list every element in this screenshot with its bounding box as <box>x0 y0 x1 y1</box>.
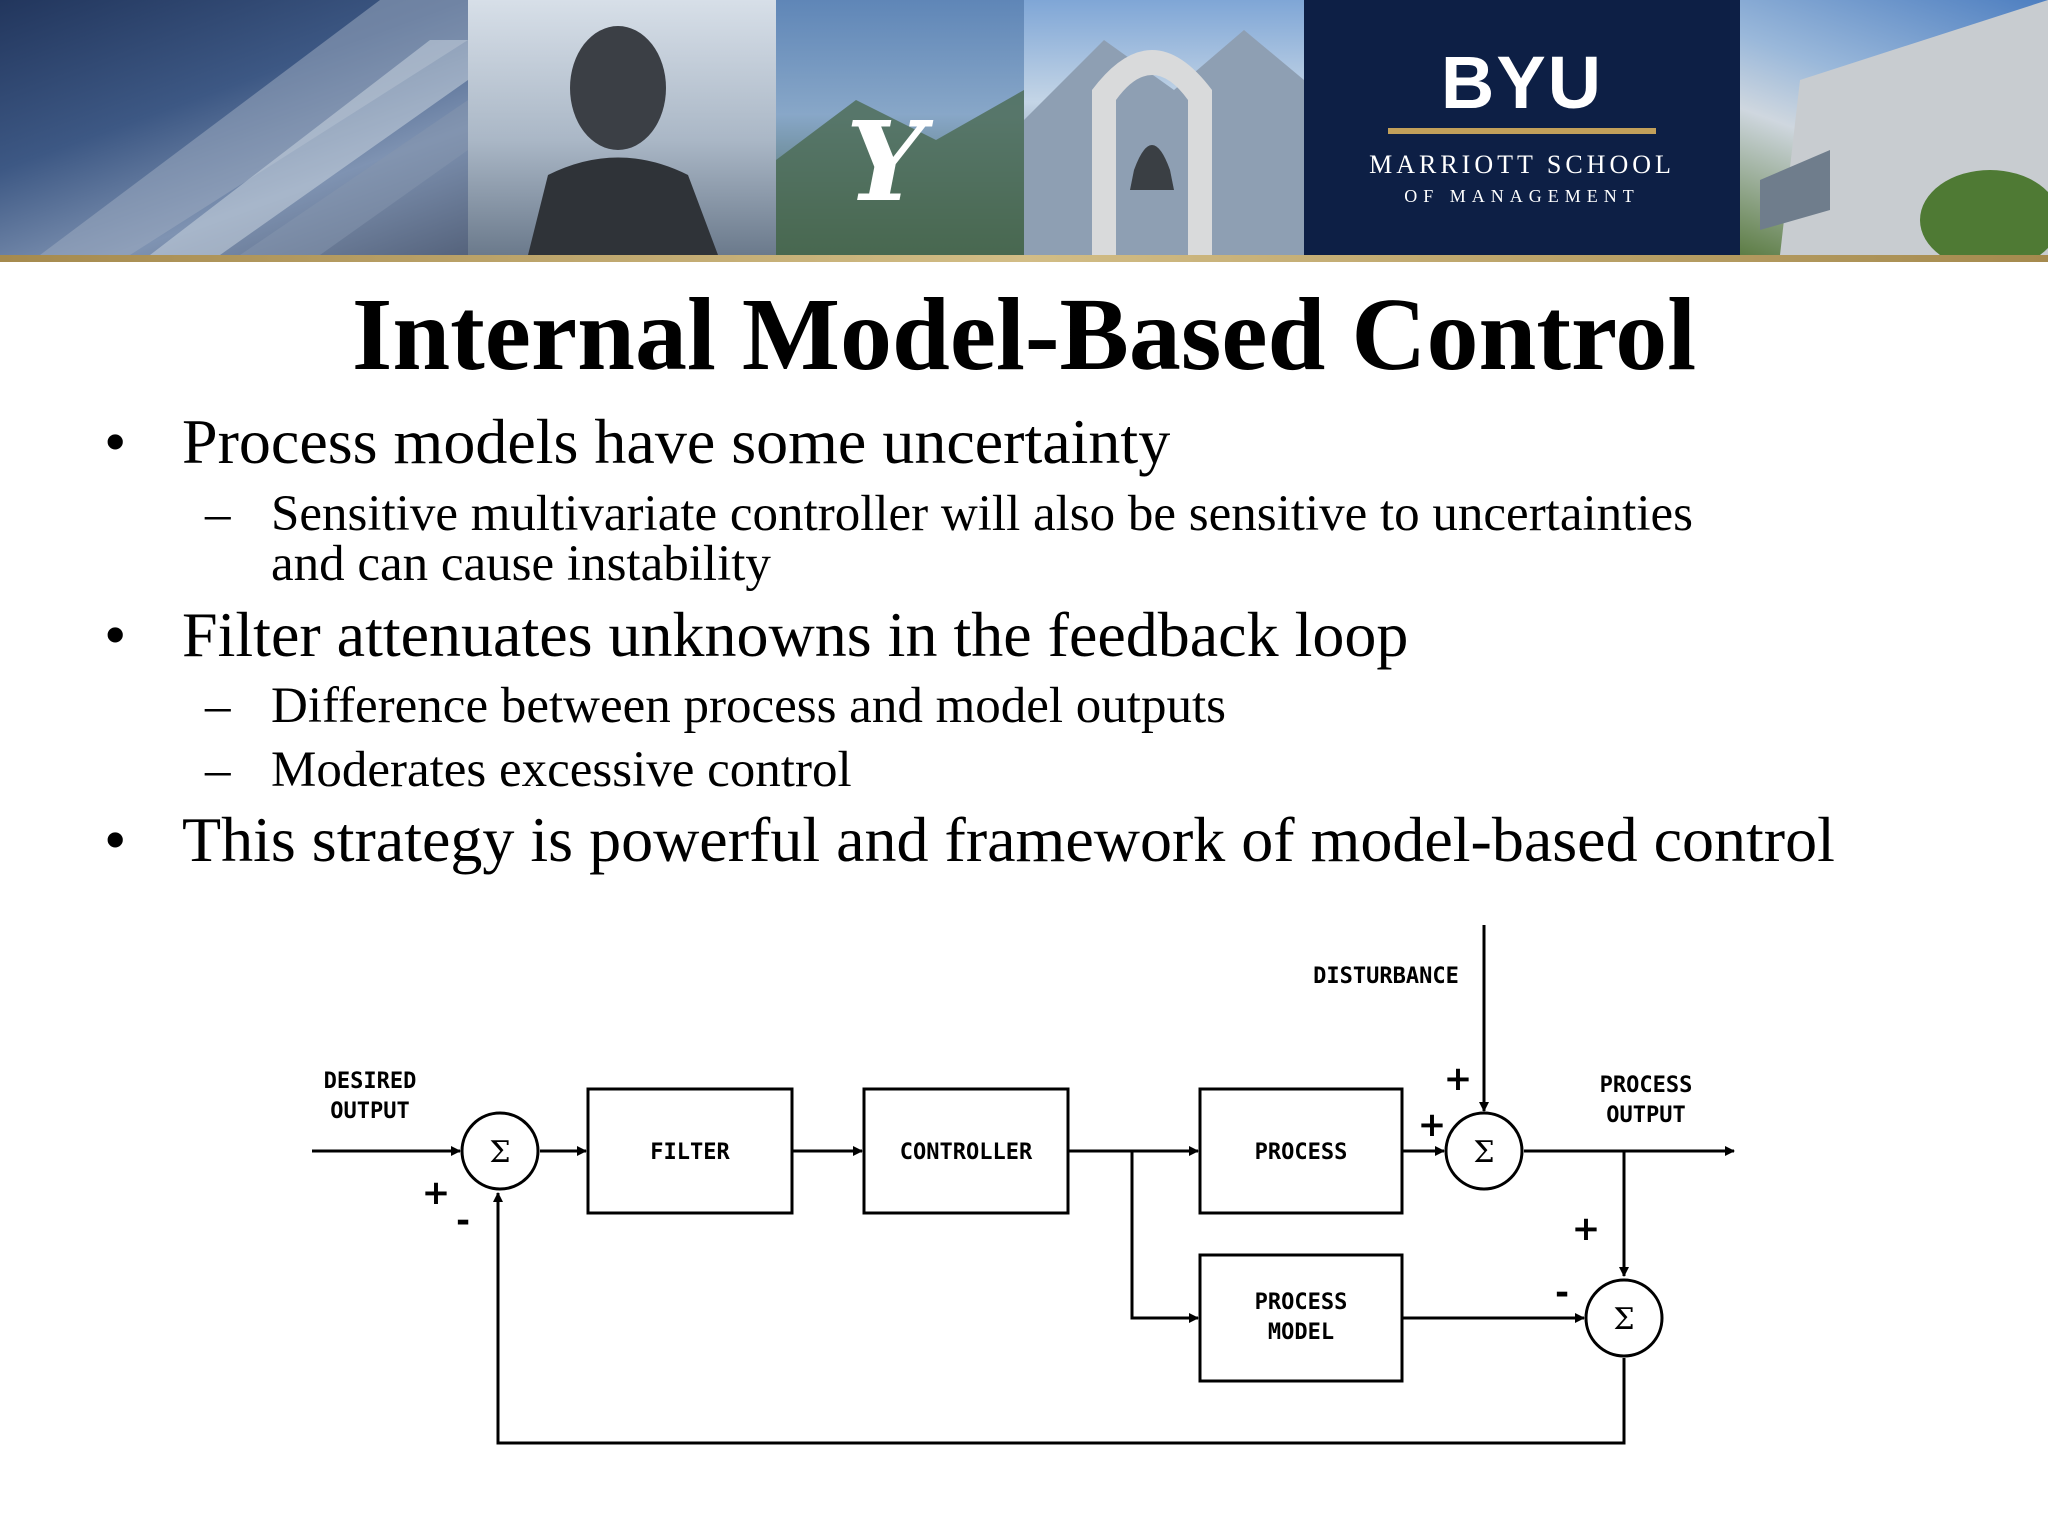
desired-output-label-line2: OUTPUT <box>330 1099 409 1124</box>
disturbance-label: DISTURBANCE <box>1313 964 1459 989</box>
building-stripes-graphic <box>40 0 468 255</box>
filter-block <box>586 1087 794 1215</box>
bullet-dot: • <box>104 599 127 670</box>
process-model-label-line1: PROCESS <box>1255 1290 1348 1315</box>
sigma-symbol: Σ <box>489 1135 510 1170</box>
summing-junction-1 <box>460 1111 540 1191</box>
y-mountain-graphic: Y <box>776 90 1024 255</box>
process-label: PROCESS <box>1255 1140 1348 1165</box>
process-output-label-line1: PROCESS <box>1600 1073 1693 1098</box>
banner-gold-line <box>0 255 2048 262</box>
minus-sign: - <box>1555 1273 1569 1313</box>
sub-bullet-dash: – <box>205 742 231 798</box>
plus-sign: + <box>1444 1059 1473 1099</box>
banner-photo-statue <box>468 0 776 255</box>
summing-junction-3 <box>1584 1278 1664 1358</box>
slide-title: Internal Model-Based Control <box>351 277 1697 392</box>
school-name: MARRIOTT SCHOOL <box>1369 150 1675 179</box>
process-output-label-line2: OUTPUT <box>1606 1103 1685 1128</box>
sub-bullet-dash: – <box>205 678 231 734</box>
desired-output-label-line1: DESIRED <box>324 1069 417 1094</box>
school-subtitle: OF MANAGEMENT <box>1404 186 1640 206</box>
plus-sign: + <box>1572 1209 1601 1249</box>
byu-logo-block: BYU MARRIOTT SCHOOL OF MANAGEMENT <box>1304 0 1740 255</box>
sub-bullet-text: Moderates excessive control <box>271 742 852 798</box>
minus-sign: - <box>456 1201 470 1241</box>
statue-silhouette <box>528 26 718 255</box>
plus-sign: + <box>422 1173 451 1213</box>
sub-bullet-dash: – <box>205 486 231 542</box>
controller-label: CONTROLLER <box>900 1140 1033 1165</box>
banner-photo-y-mountain: Y <box>776 0 1024 255</box>
signal-line <box>1130 1151 1199 1323</box>
sigma-symbol: Σ <box>1613 1302 1634 1337</box>
plus-sign: + <box>1418 1105 1447 1145</box>
filter-label: FILTER <box>650 1140 730 1165</box>
process-block <box>1198 1087 1404 1215</box>
banner-photo-building <box>0 0 468 255</box>
controller-block <box>862 1087 1070 1215</box>
summing-junction-2 <box>1444 1111 1524 1191</box>
process-model-block <box>1198 1253 1404 1383</box>
bullet-text: This strategy is powerful and framework … <box>182 804 1835 875</box>
sigma-symbol: Σ <box>1473 1135 1494 1170</box>
header-banner: Y BYU MARRIOTT SCHOOL OF MANAGEMENT <box>0 0 2048 255</box>
bell-tower-graphic <box>1024 30 1304 255</box>
logo-gold-rule <box>1388 128 1656 134</box>
byu-logo: BYU <box>1440 41 1604 124</box>
sub-bullet-text: Difference between process and model out… <box>271 678 1226 734</box>
sub-bullet-text: Sensitive multivariate controller will a… <box>271 486 1693 542</box>
banner-photo-campus-building <box>1740 0 2048 255</box>
bullet-text: Process models have some uncertainty <box>182 406 1171 477</box>
campus-building-graphic <box>1760 0 2048 255</box>
bullet-dot: • <box>104 406 127 477</box>
bullet-dot: • <box>104 804 127 875</box>
feedback-line <box>493 1192 1626 1445</box>
sub-bullet-text: and can cause instability <box>271 536 771 592</box>
banner-photo-bell-tower <box>1024 0 1304 255</box>
bullet-text: Filter attenuates unknowns in the feedba… <box>182 599 1409 670</box>
process-model-label-line2: MODEL <box>1268 1320 1334 1345</box>
svg-text:Y: Y <box>846 97 934 226</box>
